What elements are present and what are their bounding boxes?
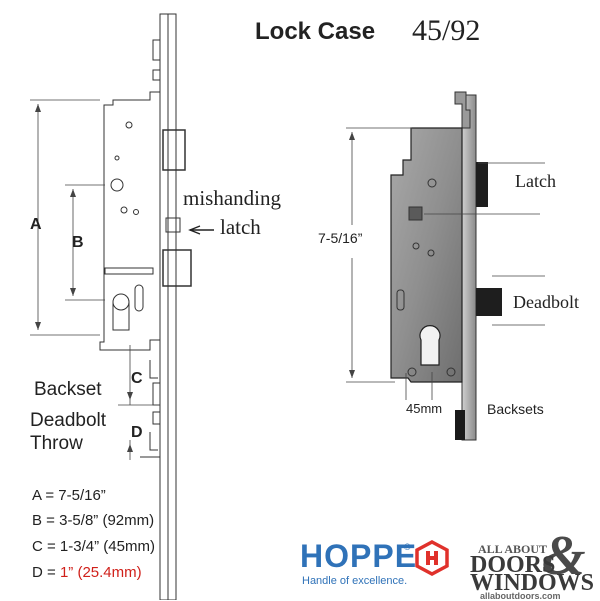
right-backset-value: 45mm — [406, 401, 443, 416]
aad-windows: WINDOWS — [470, 570, 595, 596]
hoppe-wordmark: HOPPE — [300, 538, 418, 574]
title-lock-case: Lock Case — [255, 18, 376, 45]
left-latch — [162, 129, 186, 171]
spec-d: D = 1” (25.4mm) — [32, 564, 142, 581]
backset-label: Backset — [34, 379, 102, 400]
aad-ampersand: & — [542, 525, 586, 587]
title-model-number: 45/92 — [412, 14, 481, 47]
arrow-left-icon — [188, 225, 214, 235]
right-deadbolt — [476, 288, 502, 316]
dimension-label-b: B — [72, 234, 84, 251]
right-faceplate — [461, 94, 477, 441]
mishanding-latch-label: latch — [220, 215, 261, 239]
aad-all-about: ALL ABOUT — [478, 542, 548, 556]
hoppe-hexagon-logo — [415, 540, 449, 576]
spec-b: B = 3-5/8” (92mm) — [32, 512, 155, 529]
spec-c: C = 1-3/4” (45mm) — [32, 538, 155, 555]
dimension-label-a: A — [30, 216, 42, 233]
mishanding-label: mishanding — [183, 186, 281, 210]
dimension-label-d: D — [131, 424, 143, 441]
spec-d-value: 1” (25.4mm) — [59, 564, 142, 581]
right-backsets-label: Backsets — [487, 401, 544, 417]
right-cylinder-keyhole — [419, 325, 441, 366]
hoppe-registered: ® — [404, 542, 411, 552]
left-lock-body — [99, 91, 161, 351]
deadbolt-throw-label-1: Deadbolt — [30, 410, 107, 431]
right-lock-body — [390, 127, 463, 383]
mishanding-latch-square — [165, 217, 181, 233]
right-deadbolt-label: Deadbolt — [513, 292, 579, 312]
deadbolt-throw-label-2: Throw — [30, 433, 83, 454]
right-latch-label: Latch — [515, 171, 556, 191]
hoppe-tagline: Handle of excellence. — [302, 575, 408, 587]
spec-a: A = 7-5/16” — [32, 487, 106, 504]
aad-url: allaboutdoors.com — [480, 591, 561, 601]
right-latch — [476, 162, 488, 207]
left-deadbolt — [162, 249, 192, 287]
spec-d-label: D = — [32, 564, 60, 581]
right-height-label: 7-5/16” — [318, 230, 363, 246]
dimension-label-c: C — [131, 370, 143, 387]
aad-doors: DOORS — [470, 552, 556, 578]
